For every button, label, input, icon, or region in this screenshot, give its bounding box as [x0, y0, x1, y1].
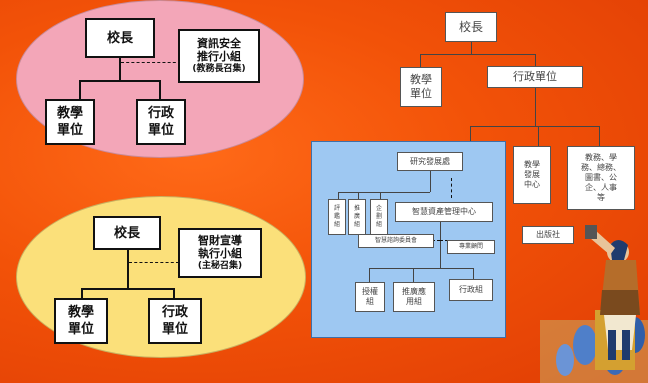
connector: [127, 250, 129, 288]
teaching-box-right: 教學 單位: [400, 67, 442, 107]
group-title-1: 智財宣導: [198, 233, 242, 247]
smart-asset-center-box: 智慧資產管理中心: [395, 202, 493, 222]
group-note: (教務長召集): [192, 63, 246, 74]
connector: [471, 42, 472, 54]
dashed-connector: [451, 178, 452, 198]
connector: [538, 126, 539, 147]
connector: [535, 88, 536, 126]
ip-group-box: 智財宣導 執行小組 (主秘召集): [178, 228, 262, 278]
connector: [119, 58, 121, 80]
connector: [338, 192, 339, 199]
connector: [380, 192, 381, 199]
connector: [369, 268, 370, 282]
infosec-group-box: 資訊安全 推行小組 (教務長召集): [178, 29, 260, 83]
connector: [430, 171, 431, 192]
promotion-group-box-rd: 推 廣 組: [348, 199, 366, 235]
group-title-2: 執行小組: [198, 246, 242, 260]
promotion-application-box: 推廣應 用組: [393, 282, 435, 312]
connector: [470, 126, 471, 141]
connector: [413, 268, 414, 282]
group-note: (主秘召集): [197, 260, 243, 271]
connector: [535, 54, 536, 66]
connector: [338, 192, 430, 193]
connector: [173, 288, 175, 299]
connector: [369, 268, 474, 269]
connector: [159, 80, 161, 100]
connector: [420, 54, 421, 67]
admin-box-right: 行政單位: [487, 66, 583, 88]
connector: [81, 288, 83, 299]
connector: [470, 126, 600, 127]
principal-box-bottom: 校長: [93, 216, 161, 250]
principal-box-right: 校長: [445, 12, 497, 42]
group-title-2: 推行小組: [197, 49, 241, 63]
admin-group-box: 行政組: [449, 279, 493, 301]
committee-box: 智慧諮詢委員會: [358, 234, 434, 248]
admin-box-top: 行政 單位: [136, 99, 186, 145]
connector: [440, 222, 441, 268]
connector: [473, 268, 474, 279]
connector: [79, 80, 81, 100]
decorative-clipart: [540, 225, 648, 383]
teaching-box-top: 教學 單位: [45, 99, 95, 145]
planning-group-box: 企 劃 組: [370, 199, 388, 235]
consultant-box: 專業顧問: [447, 240, 495, 254]
offices-box: 教務、學 務、總務、 圖書、公 企、人事 等: [567, 146, 635, 210]
principal-box-top: 校長: [85, 18, 155, 58]
admin-box-bottom: 行政 單位: [148, 298, 202, 344]
connector: [81, 288, 175, 290]
dashed-connector: [129, 262, 179, 263]
evaluation-group-box: 評 鑑 組: [328, 199, 346, 235]
rd-office-box: 研究發展處: [397, 152, 463, 171]
connector: [358, 192, 359, 199]
connector: [599, 126, 600, 146]
dashed-connector: [121, 62, 181, 63]
connector: [420, 54, 536, 55]
license-group-box: 授權 組: [355, 282, 385, 312]
group-title-1: 資訊安全: [197, 36, 241, 50]
connector: [79, 80, 161, 82]
teaching-box-bottom: 教學 單位: [54, 298, 108, 344]
teaching-dev-center-box: 教學 發展 中心: [513, 146, 551, 204]
press-box: 出版社: [522, 226, 574, 244]
